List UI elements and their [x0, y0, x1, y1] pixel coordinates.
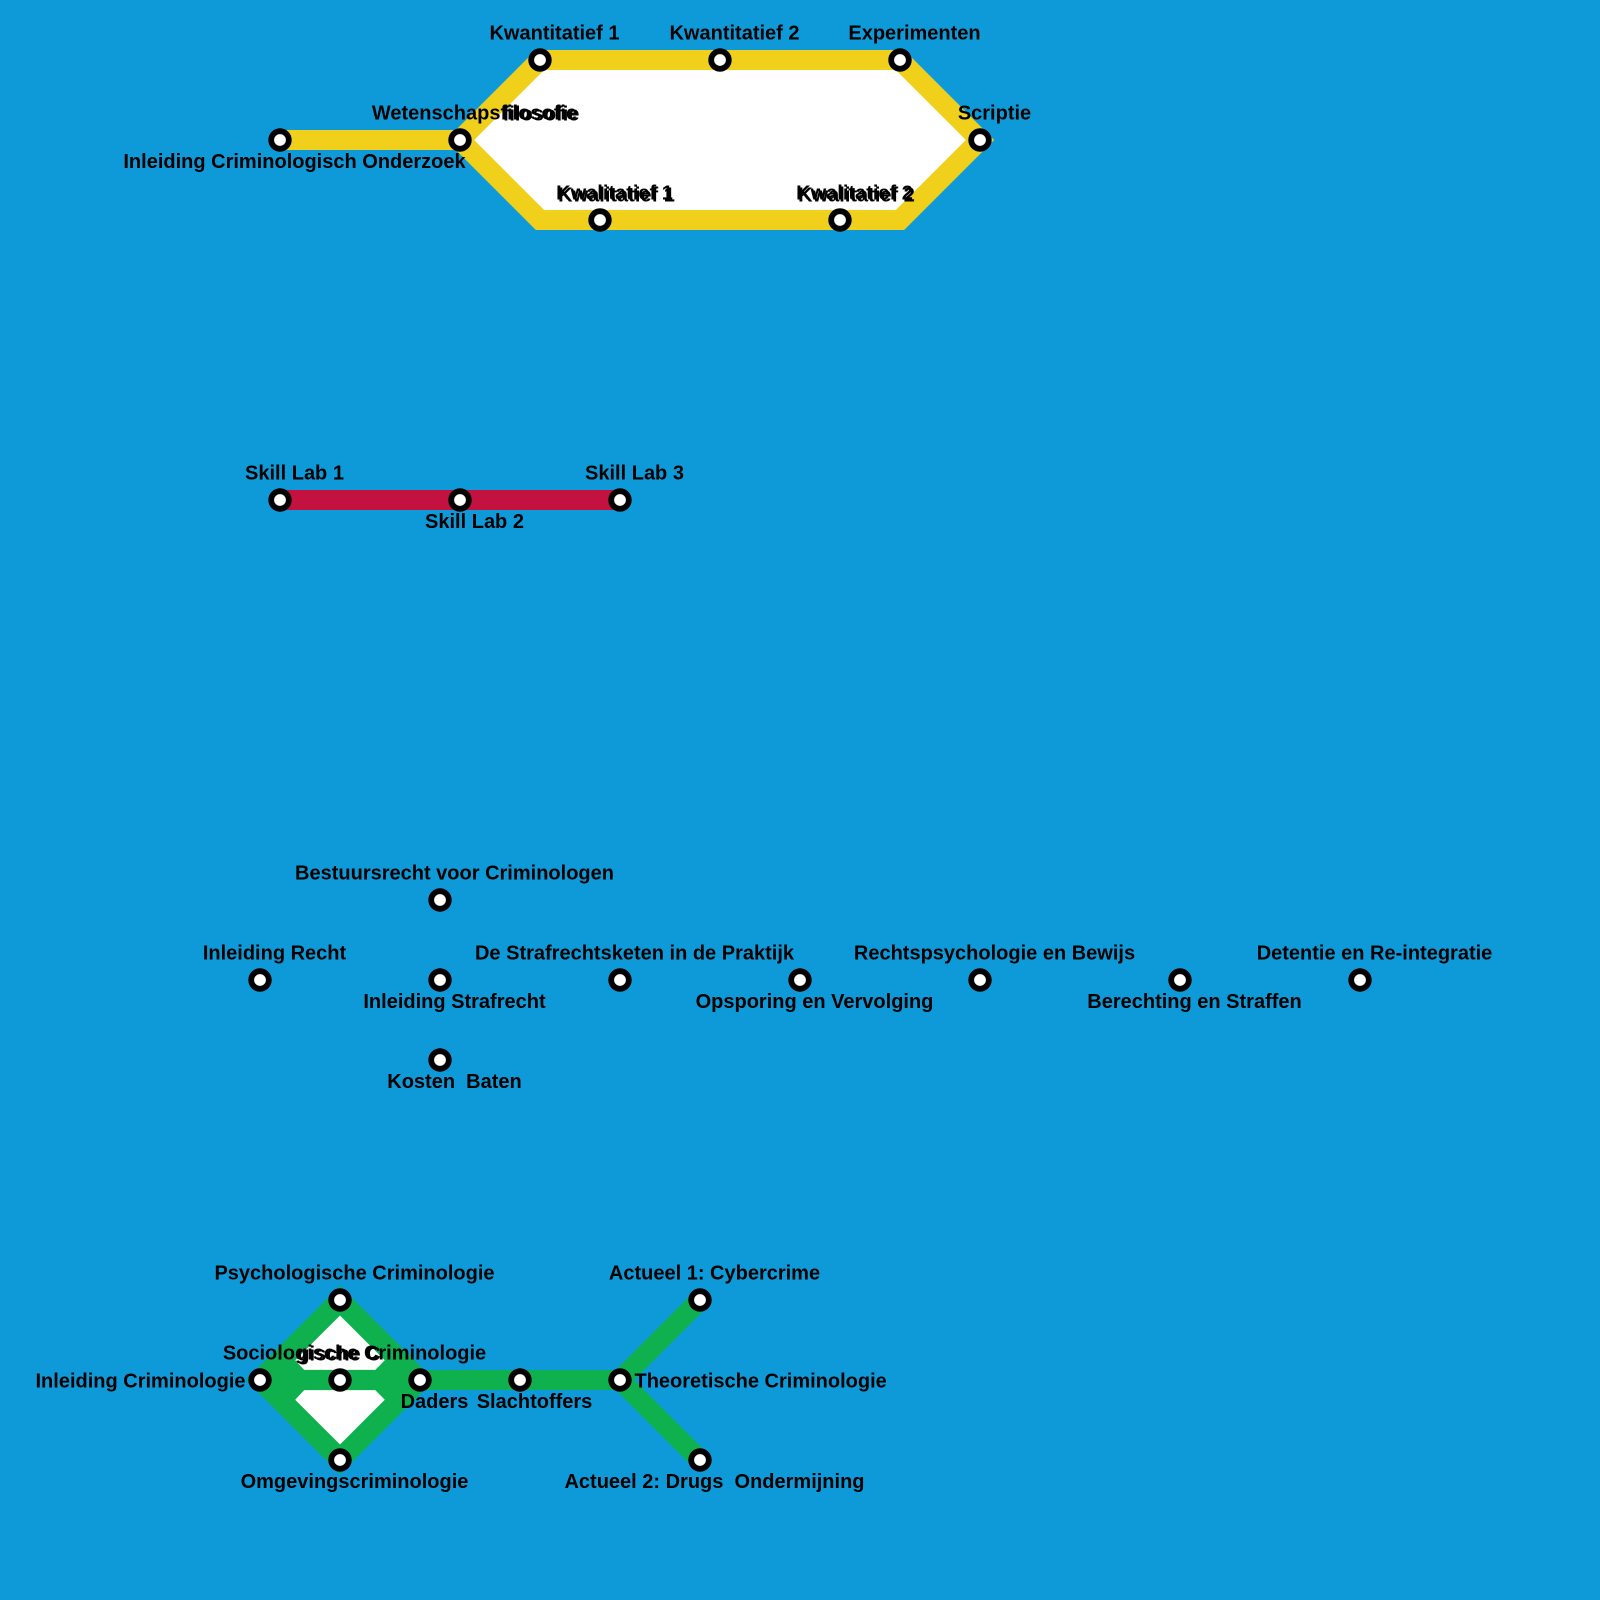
svg-text:Berechting en Straffen: Berechting en Straffen — [1087, 991, 1301, 1013]
svg-text:filosofie: filosofie — [503, 104, 580, 126]
svg-text:Skill Lab 3: Skill Lab 3 — [585, 463, 684, 485]
svg-text:Daders: Daders — [401, 1391, 469, 1413]
svg-text:Scriptie: Scriptie — [958, 103, 1031, 125]
svg-text:Bestuursrecht voor Criminologe: Bestuursrecht voor Criminologen — [295, 863, 614, 885]
svg-text:Opsporing en Vervolging: Opsporing en Vervolging — [696, 991, 934, 1013]
svg-text:Sociologische Criminologie: Sociologische Criminologie — [223, 1343, 486, 1365]
svg-text:Actueel 2: Drugs Ondermijning: Actueel 2: Drugs Ondermijning — [564, 1471, 864, 1493]
svg-text:gische C: gische C — [297, 1344, 380, 1366]
svg-text:Kwalitatief 1: Kwalitatief 1 — [556, 183, 673, 205]
svg-text:Inleiding Strafrecht: Inleiding Strafrecht — [363, 991, 546, 1013]
svg-text:Rechtspsychologie en Bewijs: Rechtspsychologie en Bewijs — [854, 943, 1135, 965]
svg-text:Kosten Baten: Kosten Baten — [387, 1071, 521, 1093]
svg-text:Inleiding Criminologie: Inleiding Criminologie — [36, 1370, 246, 1392]
svg-text:Wetenschapsfilosofie: Wetenschapsfilosofie — [372, 103, 577, 125]
svg-text:Omgevingscriminologie: Omgevingscriminologie — [241, 1471, 469, 1493]
svg-text:Actueel 1: Cybercrime: Actueel 1: Cybercrime — [609, 1263, 820, 1285]
svg-text:Theoretische Criminologie: Theoretische Criminologie — [635, 1370, 887, 1392]
svg-text:Kwalitatief 1: Kwalitatief 1 — [558, 185, 675, 207]
svg-text:Inleiding Criminologisch Onder: Inleiding Criminologisch Onderzoek — [123, 151, 466, 173]
svg-text:Slachtoffers: Slachtoffers — [477, 1391, 593, 1413]
svg-text:Kwalitatief 2: Kwalitatief 2 — [796, 183, 913, 205]
svg-text:Detentie en Re-integratie: Detentie en Re-integratie — [1257, 943, 1493, 965]
svg-text:Experimenten: Experimenten — [848, 23, 980, 45]
svg-text:Kwalitatief 2: Kwalitatief 2 — [798, 185, 915, 207]
svg-text:De Strafrechtsketen in de Prak: De Strafrechtsketen in de Praktijk — [475, 943, 795, 965]
svg-text:Inleiding Recht: Inleiding Recht — [203, 943, 347, 965]
svg-text:Skill Lab 1: Skill Lab 1 — [245, 463, 344, 485]
svg-text:Psychologische Criminologie: Psychologische Criminologie — [214, 1263, 494, 1285]
svg-text:Skill Lab 2: Skill Lab 2 — [425, 511, 524, 533]
svg-text:Kwantitatief 1: Kwantitatief 1 — [489, 23, 619, 45]
svg-text:Kwantitatief 2: Kwantitatief 2 — [669, 23, 799, 45]
